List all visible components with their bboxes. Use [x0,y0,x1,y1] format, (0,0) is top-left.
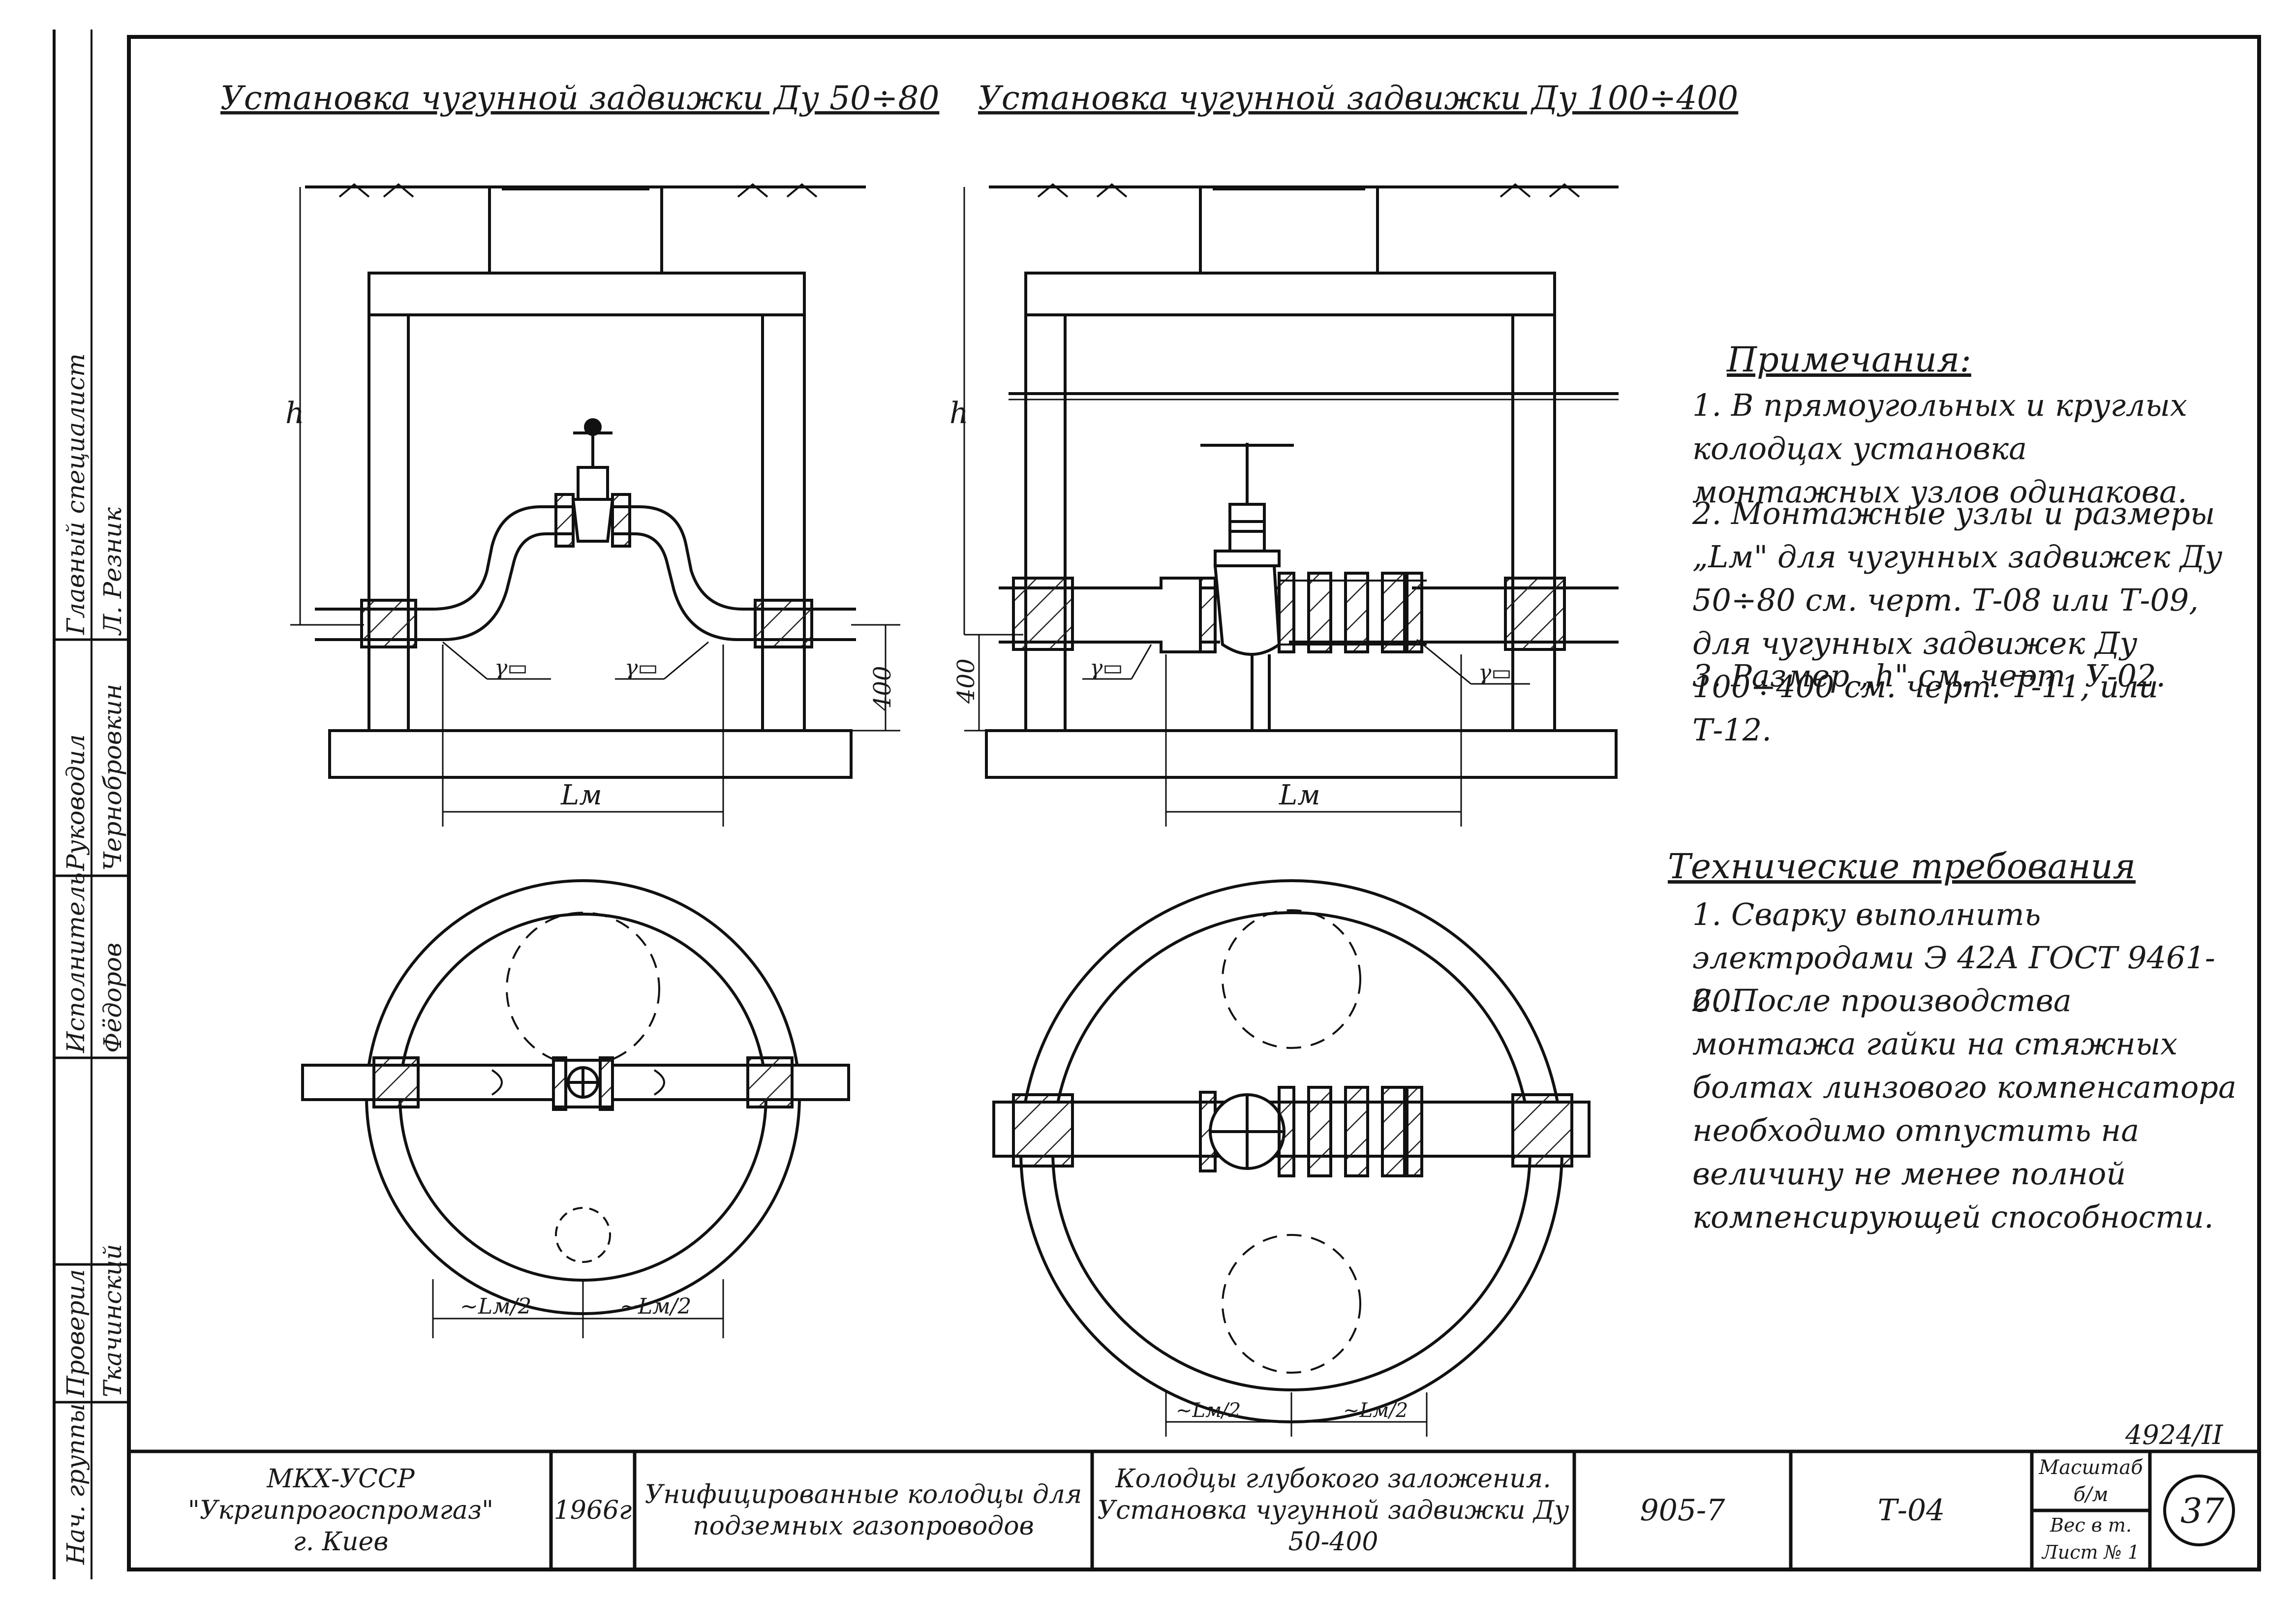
side-role-1: Нач. группы [61,1403,90,1565]
side-role-3: Исполнитель [61,872,90,1053]
slope-left-2: γ▭ [625,655,658,680]
stamp-weight-label: Вес в т. [2050,1514,2132,1536]
stamp-sheet-code: Т-04 [1877,1493,1945,1528]
tech-title: Технические требования [1668,846,2136,887]
stamp-scale-value: б/м [2073,1483,2109,1506]
stamp-series-title: Унифицированные колодцы для подземных га… [644,1480,1082,1541]
sheet-number: 4924/II [2125,1419,2224,1450]
notes-title: Примечания: [1727,339,1971,380]
outer-frame [127,35,2261,1571]
note-1: 1. В прямоугольных и круглых колодцах ус… [1692,387,2187,510]
dim-h-right: h [949,396,969,430]
stamp-scale-label: Масштаб [2039,1456,2143,1479]
tech-2: 2. После производства монтажа гайки на с… [1692,983,2236,1235]
slope-left-1: γ▭ [494,655,528,680]
slope-right-2: γ▭ [1478,660,1512,685]
slope-right-1: γ▭ [1090,655,1123,680]
side-role-4: Руководил [61,734,90,871]
side-role-5: Главный специалист [61,353,90,635]
dim-400-left: 400 [869,666,896,711]
stamp-drawing-title: Колодцы глубокого заложения. Установка ч… [1097,1464,1569,1557]
stamp-code: 905-7 [1640,1493,1725,1528]
title-block [129,1449,2259,1569]
tech-1: 1. Сварку выполнить электродами Э 42А ГО… [1692,896,2215,1019]
half-lm-2: ~Lм/2 [620,1294,691,1319]
title-left: Установка чугунной задвижки Ду 50÷80 [220,79,939,117]
left-elevation [290,183,900,827]
right-elevation [963,183,1619,827]
page-number: 37 [2180,1491,2225,1531]
half-lm-4: ~Lм/2 [1343,1399,1408,1422]
right-plan [992,879,1591,1437]
stamp-org: МКХ-УССР "Укргипрогоспромгаз" г. Киев [187,1464,494,1557]
title-right: Установка чугунной задвижки Ду 100÷400 [978,79,1738,117]
side-name-3: Фёдоров [98,942,127,1053]
dim-h-left: h [285,396,305,430]
side-name-2: Ткачинский [98,1244,127,1397]
left-plan [301,879,850,1338]
dim-lm-right: Lм [1279,779,1320,811]
half-lm-1: ~Lм/2 [460,1294,531,1319]
stamp-year: 1966г [553,1496,632,1525]
side-role-2: Проверил [61,1269,90,1397]
stamp-weight-value: Лист № 1 [2042,1541,2140,1563]
dim-lm-left: Lм [560,779,602,811]
side-name-4: Чернобровкин [98,683,127,871]
dim-400-right: 400 [952,658,980,704]
half-lm-3: ~Lм/2 [1176,1399,1241,1422]
side-name-5: Л. Резник [98,507,127,635]
note-2: 2. Монтажные узлы и размеры „Lм" для чуг… [1692,495,2223,748]
note-3: 3. Размер „h" см. черт. У-02. [1692,658,2166,694]
